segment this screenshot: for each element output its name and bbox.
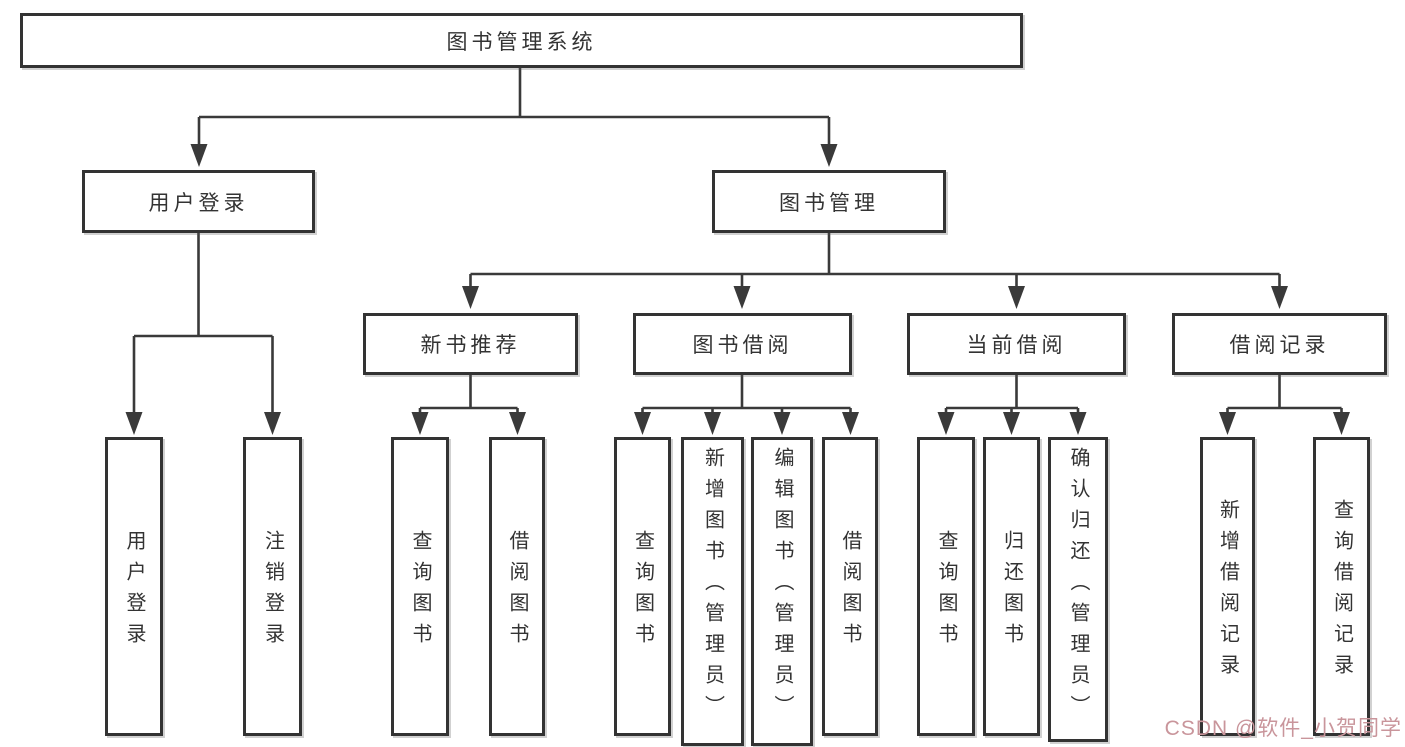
node-root: 图书管理系统: [20, 13, 1023, 68]
node-book-management-label: 图书管理: [779, 191, 879, 215]
node-new-book-recommend: 新书推荐: [363, 313, 578, 375]
leaf-confirm-return-admin-label: 确认归还（管理员）: [1067, 447, 1089, 726]
leaf-borrow-books-recommend-label: 借阅图书: [506, 530, 528, 654]
leaf-query-borrow-record-label: 查询借阅记录: [1330, 499, 1353, 685]
node-borrow-records-label: 借阅记录: [1229, 334, 1330, 357]
node-borrow-records: 借阅记录: [1172, 313, 1387, 375]
leaf-query-borrow-record: 查询借阅记录: [1313, 437, 1370, 736]
leaf-return-book: 归还图书: [983, 437, 1040, 736]
leaf-query-books-recommend-label: 查询图书: [409, 530, 431, 654]
leaf-edit-book-admin: 编辑图书（管理员）: [751, 437, 813, 746]
leaf-confirm-return-admin: 确认归还（管理员）: [1048, 437, 1108, 742]
leaf-query-books-current-label: 查询图书: [935, 530, 957, 654]
node-book-management: 图书管理: [712, 170, 946, 233]
node-new-book-recommend-label: 新书推荐: [420, 334, 521, 357]
node-user-login-label: 用户登录: [148, 191, 249, 215]
node-book-borrow: 图书借阅: [633, 313, 852, 375]
leaf-add-book-admin-label: 新增图书（管理员）: [701, 447, 724, 726]
leaf-borrow-books-recommend: 借阅图书: [489, 437, 545, 736]
node-user-login: 用户登录: [82, 170, 315, 233]
leaf-query-books-recommend: 查询图书: [391, 437, 449, 736]
leaf-add-book-admin: 新增图书（管理员）: [681, 437, 744, 746]
leaf-add-borrow-record-label: 新增借阅记录: [1216, 499, 1239, 685]
node-current-borrow: 当前借阅: [907, 313, 1126, 375]
leaf-return-book-label: 归还图书: [1000, 530, 1023, 654]
node-current-borrow-label: 当前借阅: [966, 334, 1067, 357]
leaf-query-books-current: 查询图书: [917, 437, 975, 736]
leaf-user-login-label: 用户登录: [123, 530, 145, 654]
leaf-edit-book-admin-label: 编辑图书（管理员）: [771, 447, 793, 726]
arrowheads: [125, 144, 1350, 435]
node-book-borrow-label: 图书借阅: [692, 334, 793, 357]
leaf-user-login: 用户登录: [105, 437, 163, 736]
leaf-borrow-books: 借阅图书: [822, 437, 878, 736]
leaf-logout-label: 注销登录: [261, 530, 284, 654]
node-root-label: 图书管理系统: [446, 30, 597, 54]
leaf-add-borrow-record: 新增借阅记录: [1200, 437, 1255, 736]
leaf-query-books-borrow: 查询图书: [614, 437, 671, 736]
leaf-borrow-books-label: 借阅图书: [839, 530, 861, 654]
csdn-watermark: CSDN @软件_小贺同学: [1164, 717, 1402, 740]
leaf-logout: 注销登录: [243, 437, 302, 736]
leaf-query-books-borrow-label: 查询图书: [631, 530, 654, 654]
